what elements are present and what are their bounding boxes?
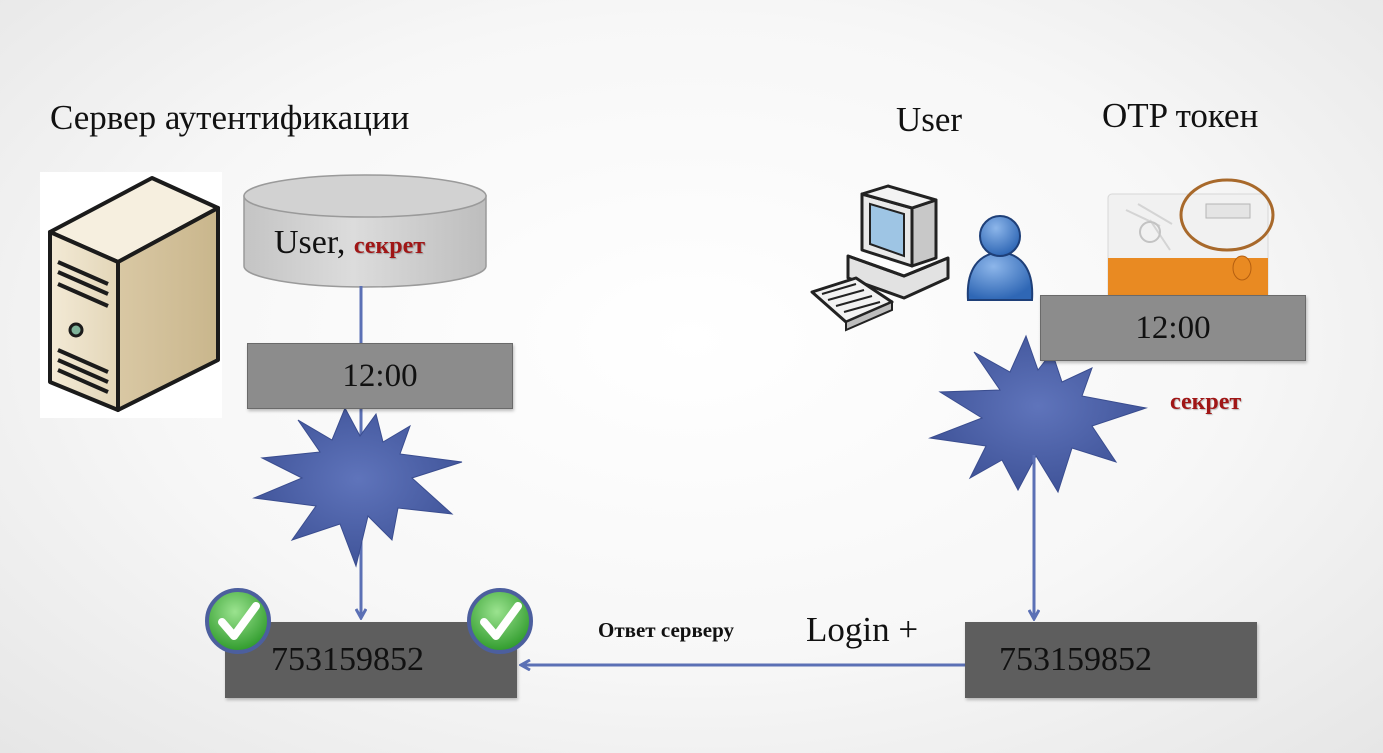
token-time-box: 12:00: [1040, 295, 1306, 361]
token-time-value: 12:00: [1135, 309, 1211, 346]
server-icon: [40, 172, 222, 418]
server-time-box: 12:00: [247, 343, 513, 409]
client-code-value: 753159852: [999, 641, 1152, 678]
database-label: User, секрет: [274, 224, 425, 262]
user-heading: User: [896, 100, 963, 139]
database-secret-label: секрет: [353, 233, 426, 259]
server-starburst: [252, 406, 463, 568]
token-secret-label: секрет: [1170, 389, 1242, 415]
client-code-box: 753159852: [965, 622, 1257, 698]
server-code-value: 753159852: [271, 641, 424, 678]
server-time-value: 12:00: [342, 357, 418, 394]
database-user-label: User,: [274, 224, 346, 261]
otp-token-card-icon: [1107, 178, 1275, 299]
otp-token-heading: OTP токен: [1102, 96, 1259, 135]
login-label: Login +: [806, 610, 919, 649]
database-icon: [243, 174, 487, 288]
server-heading: Сервер аутентификации: [50, 98, 410, 137]
computer-icon: [810, 184, 950, 332]
user-person-icon: [966, 215, 1034, 301]
client-starburst: [928, 334, 1148, 494]
server-code-box: 753159852: [225, 622, 517, 698]
response-label: Ответ серверу: [598, 618, 735, 642]
